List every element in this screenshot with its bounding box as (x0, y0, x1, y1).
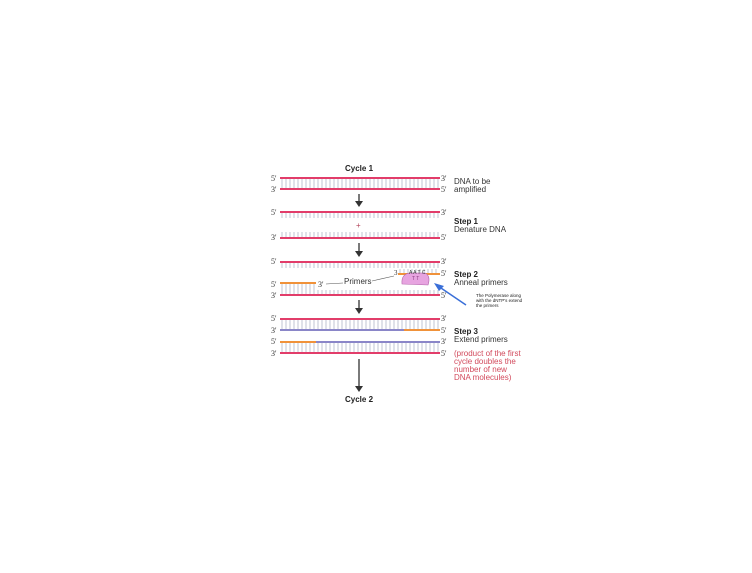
label-5prime: 5' (271, 280, 277, 289)
polymerase-label: T T (412, 276, 420, 282)
polymerase-blob (401, 272, 430, 286)
primers-label: Primers (344, 277, 372, 286)
process-arrowhead (355, 201, 363, 207)
primer-3prime-right: 3 (394, 269, 398, 277)
step-1-description: Denature DNA (454, 225, 507, 234)
cycle-1-heading: Cycle 1 (345, 164, 374, 173)
note-arrow (437, 285, 467, 306)
step-1-title: Step 1 (454, 217, 479, 226)
base-letters: A A T C (409, 270, 426, 276)
process-arrowhead (355, 308, 363, 314)
process-arrowhead (355, 386, 363, 392)
cycle-2-heading: Cycle 2 (345, 395, 374, 404)
note-arrowhead (434, 283, 444, 291)
primer-pointer (325, 282, 344, 285)
label-5prime: 5' (271, 208, 277, 217)
label-3prime: 3' (271, 326, 277, 335)
label-3prime: 3' (271, 349, 277, 358)
label-5prime: 5' (441, 326, 447, 335)
label-5prime: 5' (271, 174, 277, 183)
label-5prime: 5' (441, 269, 447, 278)
process-arrowhead (355, 251, 363, 257)
label-3prime: 3' (271, 185, 277, 194)
primer-3prime-left: 3' (318, 280, 324, 289)
label-5prime: 5' (441, 291, 447, 300)
label-3prime: 3' (271, 291, 277, 300)
label-3prime: 3' (441, 314, 447, 323)
label-5prime: 5' (441, 185, 447, 194)
label-3prime: 3' (441, 208, 447, 217)
label-5prime: 5' (271, 337, 277, 346)
label-3prime: 3' (441, 174, 447, 183)
label-5prime: 5' (271, 314, 277, 323)
step-3-description: Extend primers (454, 335, 508, 344)
label-5prime: 5' (441, 233, 447, 242)
label-3prime: 3' (271, 233, 277, 242)
step-3-title: Step 3 (454, 327, 479, 336)
plus-sign: + (356, 221, 361, 230)
label-3prime: 3' (441, 257, 447, 266)
start-label-line1: DNA to be (454, 177, 491, 186)
label-5prime: 5' (441, 349, 447, 358)
polymerase-note: The Polymerase along with the dNTP's ext… (476, 293, 523, 308)
primer-pointer (371, 275, 395, 282)
step-2-description: Anneal primers (454, 278, 508, 287)
product-note: (product of the first cycle doubles the … (454, 349, 521, 382)
step-2-title: Step 2 (454, 270, 479, 279)
label-3prime: 3' (441, 337, 447, 346)
start-label-line2: amplified (454, 185, 487, 194)
label-5prime: 5' (271, 257, 277, 266)
